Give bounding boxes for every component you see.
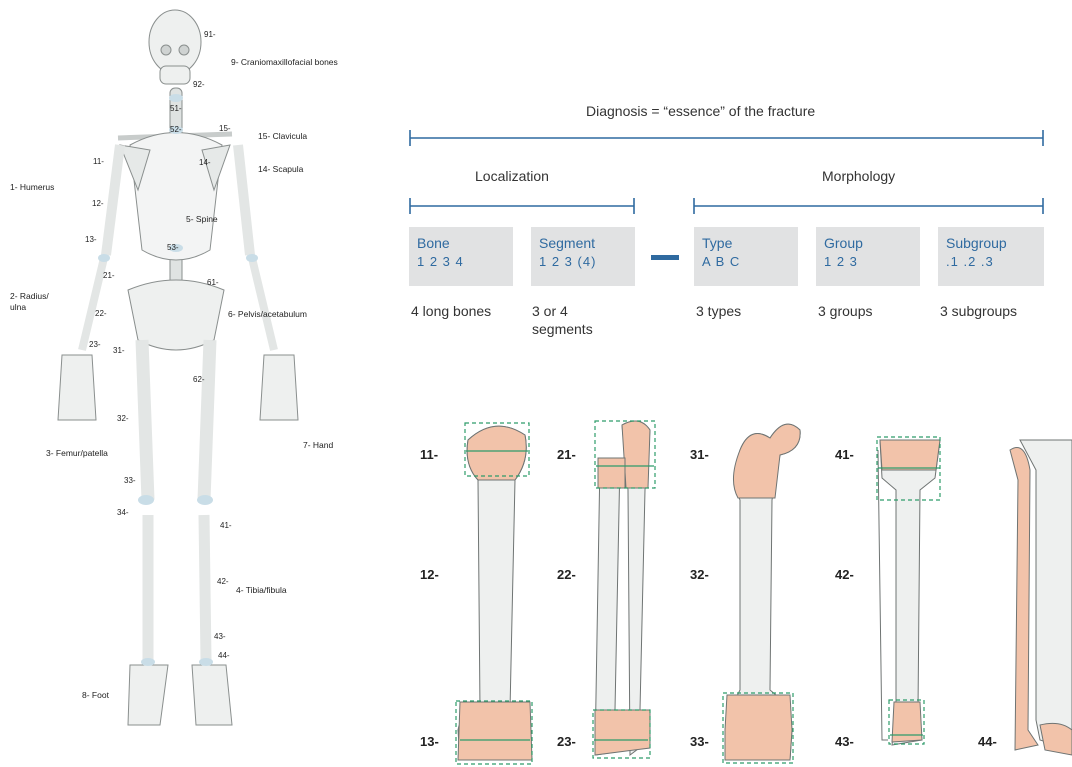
subgroup-description: 3 subgroups: [940, 302, 1017, 320]
group-box-title: Group: [824, 235, 863, 251]
label-pelvis: 6- Pelvis/acetabulum: [228, 309, 307, 319]
label-foot: 8- Foot: [82, 690, 109, 700]
segment-box-values: 1 2 3 (4): [539, 254, 596, 269]
label-femur: 3- Femur/patella: [46, 448, 108, 458]
bone-label: 13-: [420, 734, 439, 749]
type-box-values: A B C: [702, 254, 740, 269]
segment-number: 44-: [218, 651, 230, 660]
localization-label: Localization: [475, 168, 549, 184]
group-box-values: 1 2 3: [824, 254, 858, 269]
femur-bone: [723, 424, 800, 763]
segment-number: 41-: [220, 521, 232, 530]
diagnosis-title: Diagnosis = “essence” of the fracture: [586, 103, 815, 119]
type-box-title: Type: [702, 235, 732, 251]
long-bones-figure: [440, 410, 1072, 767]
segment-number: 12-: [92, 199, 104, 208]
label-hand: 7- Hand: [303, 440, 333, 450]
skeleton-figure: [0, 0, 360, 767]
segment-description: 3 or 4 segments: [532, 302, 593, 338]
segment-number: 15-: [219, 124, 231, 133]
bone-label: 31-: [690, 447, 709, 462]
bone-label: 11-: [420, 447, 438, 462]
segment-number: 14-: [199, 158, 211, 167]
bone-label: 21-: [557, 447, 576, 462]
segment-number: 21-: [103, 271, 115, 280]
bone-label: 32-: [690, 567, 709, 582]
subgroup-box-values: .1 .2 .3: [946, 254, 994, 269]
segment-number: 92-: [193, 80, 205, 89]
segment-number: 43-: [214, 632, 226, 641]
bone-label: 43-: [835, 734, 854, 749]
label-spine: 5- Spine: [186, 214, 218, 224]
label-radius-ulna: 2- Radius/ ulna: [10, 291, 49, 313]
segment-box-title: Segment: [539, 235, 595, 251]
subgroup-box-title: Subgroup: [946, 235, 1007, 251]
bone-box: Bone 1 2 3 4: [409, 227, 513, 286]
segment-number: 31-: [113, 346, 125, 355]
dash-separator: [651, 255, 679, 260]
label-humerus: 1- Humerus: [10, 182, 54, 192]
tibia-shaft-bone: [1010, 440, 1072, 755]
bone-label: 23-: [557, 734, 576, 749]
radius-ulna-bone: [593, 421, 655, 758]
segment-number: 91-: [204, 30, 216, 39]
bone-label: 41-: [835, 447, 854, 462]
group-box: Group 1 2 3: [816, 227, 920, 286]
tibia-fibula-bone: [877, 437, 940, 745]
segment-number: 42-: [217, 577, 229, 586]
segment-number: 22-: [95, 309, 107, 318]
segment-number: 23-: [89, 340, 101, 349]
bone-box-values: 1 2 3 4: [417, 254, 464, 269]
segment-box: Segment 1 2 3 (4): [531, 227, 635, 286]
type-description: 3 types: [696, 302, 741, 320]
segment-number: 62-: [193, 375, 205, 384]
morphology-label: Morphology: [822, 168, 895, 184]
subgroup-box: Subgroup .1 .2 .3: [938, 227, 1044, 286]
segment-number: 32-: [117, 414, 129, 423]
segment-number: 33-: [124, 476, 136, 485]
segment-number: 61-: [207, 278, 219, 287]
humerus-bone: [456, 423, 532, 764]
segment-number: 51-: [170, 104, 182, 113]
segment-number: 11-: [93, 157, 104, 166]
bone-label: 42-: [835, 567, 854, 582]
bone-label: 12-: [420, 567, 439, 582]
label-scapula: 14- Scapula: [258, 164, 303, 174]
segment-number: 13-: [85, 235, 97, 244]
type-box: Type A B C: [694, 227, 798, 286]
label-clavicula: 15- Clavicula: [258, 131, 307, 141]
bone-label: 44-: [978, 734, 997, 749]
label-tibia: 4- Tibia/fibula: [236, 585, 287, 595]
segment-number: 34-: [117, 508, 129, 517]
segment-number: 53-: [167, 243, 179, 252]
bone-box-title: Bone: [417, 235, 450, 251]
bone-description: 4 long bones: [411, 302, 491, 320]
segment-number: 52-: [170, 125, 182, 134]
bone-label: 22-: [557, 567, 576, 582]
group-description: 3 groups: [818, 302, 872, 320]
bone-label: 33-: [690, 734, 709, 749]
label-craniomaxillofacial: 9- Craniomaxillofacial bones: [231, 57, 338, 67]
